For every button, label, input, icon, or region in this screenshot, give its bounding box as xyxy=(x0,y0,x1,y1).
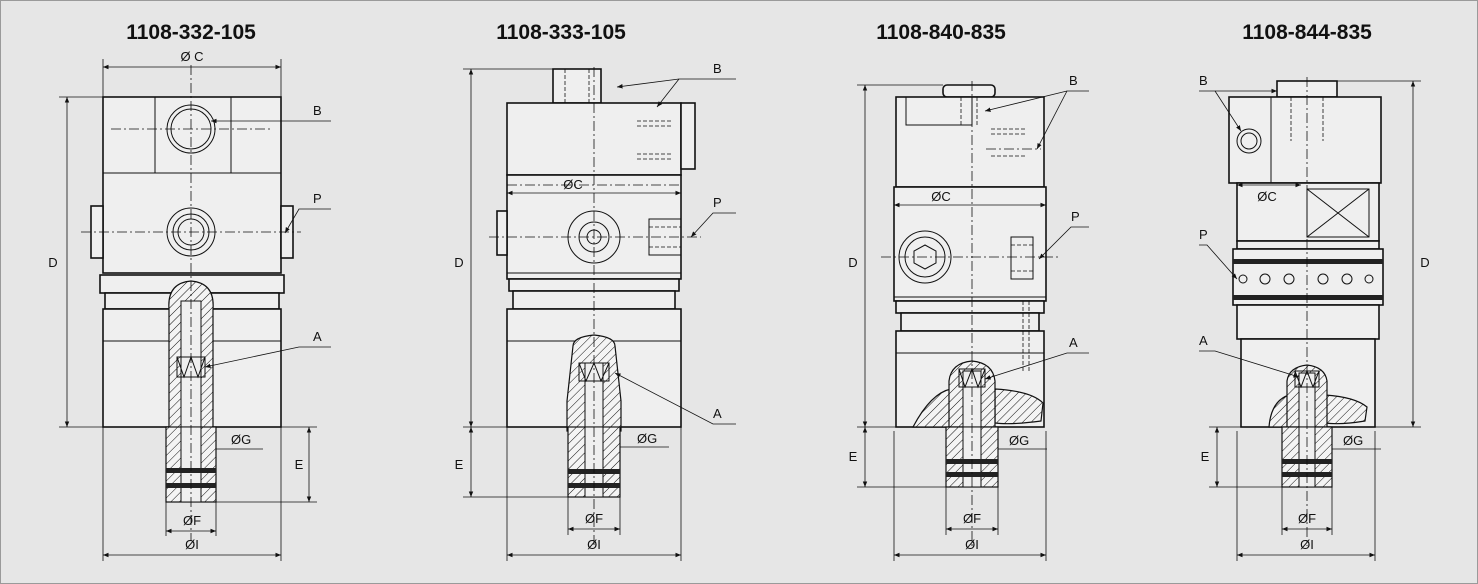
model-1108-844-835: 1108-844-835 xyxy=(1199,21,1430,561)
label-i: ØI xyxy=(185,537,199,552)
label-e: E xyxy=(295,457,304,472)
label-c: Ø C xyxy=(180,49,203,64)
label-f: ØF xyxy=(183,513,201,528)
label-b: B xyxy=(313,103,322,118)
model-1108-333-105: 1108-333-105 xyxy=(454,21,736,561)
label-i: ØI xyxy=(965,537,979,552)
label-g: ØG xyxy=(231,432,251,447)
label-g: ØG xyxy=(1009,433,1029,448)
label-f: ØF xyxy=(585,511,603,526)
label-c: ØC xyxy=(931,189,951,204)
label-p: P xyxy=(1071,209,1080,224)
label-p: P xyxy=(1199,227,1208,242)
label-c: ØC xyxy=(563,177,583,192)
label-b: B xyxy=(713,61,722,76)
model-title: 1108-333-105 xyxy=(496,21,626,44)
model-title: 1108-332-105 xyxy=(126,21,256,44)
label-f: ØF xyxy=(1298,511,1316,526)
label-p: P xyxy=(313,191,322,206)
label-e: E xyxy=(1201,449,1210,464)
label-d: D xyxy=(48,255,57,270)
label-e: E xyxy=(455,457,464,472)
label-b: B xyxy=(1199,73,1208,88)
label-a: A xyxy=(1069,335,1078,350)
label-c: ØC xyxy=(1257,189,1277,204)
label-d: D xyxy=(848,255,857,270)
label-i: ØI xyxy=(587,537,601,552)
label-a: A xyxy=(713,406,722,421)
valve-body xyxy=(102,96,282,274)
model-title: 1108-844-835 xyxy=(1242,21,1372,44)
label-a: A xyxy=(313,329,322,344)
model-1108-332-105: 1108-332-105 Ø C xyxy=(48,21,331,561)
label-d: D xyxy=(1420,255,1429,270)
label-f: ØF xyxy=(963,511,981,526)
label-i: ØI xyxy=(1300,537,1314,552)
label-d: D xyxy=(454,255,463,270)
label-a: A xyxy=(1199,333,1208,348)
label-g: ØG xyxy=(1343,433,1363,448)
model-1108-840-835: 1108-840-835 xyxy=(848,21,1089,561)
model-title: 1108-840-835 xyxy=(876,21,1006,44)
label-p: P xyxy=(713,195,722,210)
label-e: E xyxy=(849,449,858,464)
label-b: B xyxy=(1069,73,1078,88)
label-g: ØG xyxy=(637,431,657,446)
